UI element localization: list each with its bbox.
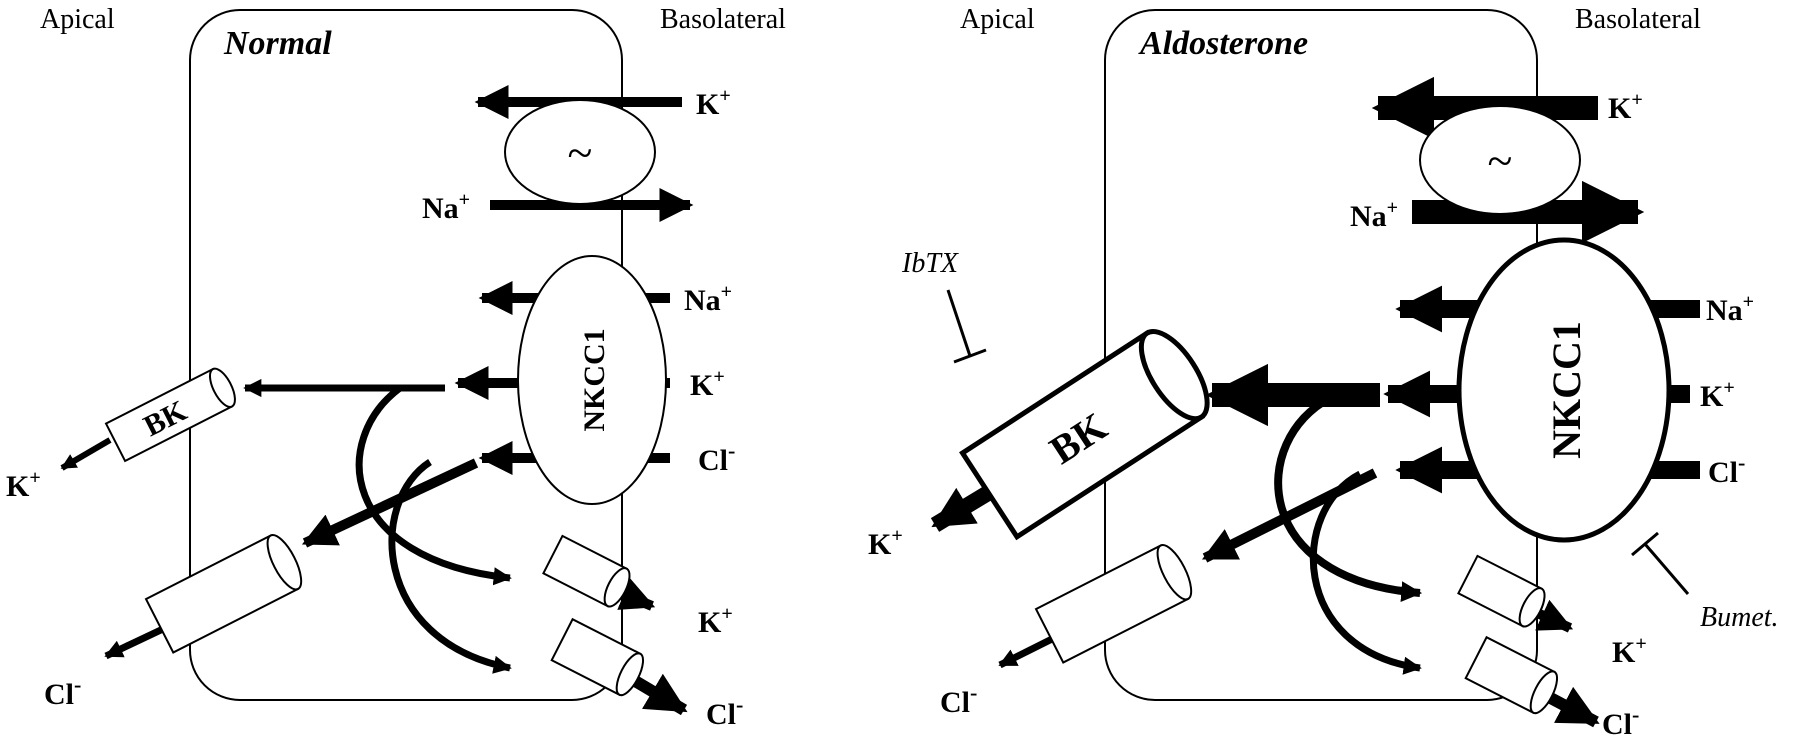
apical-cl-efflux-arrow <box>998 633 1058 669</box>
bk-k-efflux-arrow <box>60 437 112 471</box>
apical-cl-label: Cl- <box>44 672 81 711</box>
bk-cylinder-cap <box>1138 328 1210 422</box>
cl-to-apical-arrow <box>301 458 479 548</box>
recycling-pathways <box>243 378 512 674</box>
nkcc1-cotransporter: NKCC1 Na+ K+ Cl- <box>1383 237 1754 543</box>
basolateral-k-label: K+ <box>1612 633 1647 669</box>
nkcc1-ellipse <box>1456 237 1672 543</box>
pump-symbol: ~ <box>568 127 593 178</box>
nkcc1-label: NKCC1 <box>578 328 611 431</box>
cl-to-apical-arrow <box>1201 468 1378 563</box>
basolateral-cl-efflux-arrow <box>1540 686 1600 728</box>
condition-title: Normal <box>223 25 332 62</box>
basolateral-cl-cylinder-cap <box>615 652 645 697</box>
basolateral-k-channel: K+ <box>1457 554 1647 669</box>
panel-aldosterone: Apical Basolateral Aldosterone ~ K+ Na+ … <box>868 4 1779 741</box>
ibtx-inhibitor-line <box>946 289 972 357</box>
ibtx-inhibitor-bar <box>953 348 987 364</box>
basolateral-k-cylinder-cap <box>1518 587 1546 628</box>
pump-k-label: K+ <box>1608 89 1643 125</box>
pump-na-label: Na+ <box>422 189 470 225</box>
nkcc1-na-label: Na+ <box>684 281 732 317</box>
basolateral-cl-cylinder-cap <box>1529 670 1559 715</box>
basolateral-k-channel: K+ <box>542 534 733 639</box>
na-k-pump: ~ K+ Na+ <box>1350 76 1645 244</box>
basolateral-cl-channel: Cl- <box>1464 635 1639 741</box>
na-k-pump: ~ K+ Na+ <box>422 84 731 225</box>
basolateral-label: Basolateral <box>1575 4 1701 35</box>
basolateral-label: Basolateral <box>660 4 786 35</box>
bk-k-label: K+ <box>6 467 41 503</box>
apical-label: Apical <box>960 4 1035 35</box>
ibtx-inhibitor: IbTX <box>901 248 987 364</box>
bk-k-efflux-arrow <box>930 486 993 532</box>
pump-ellipse <box>504 99 656 205</box>
nkcc1-k-label: K+ <box>690 366 725 402</box>
nkcc1-k-label: K+ <box>1700 377 1735 413</box>
cl-recycle-curve <box>388 459 512 674</box>
bumet-inhibitor-line <box>1643 543 1690 595</box>
apical-cl-cylinder-cap <box>1156 544 1193 601</box>
apical-cl-channel: Cl- <box>44 534 303 711</box>
basolateral-cl-label: Cl- <box>1602 702 1639 741</box>
pump-na-label: Na+ <box>1350 197 1398 233</box>
basolateral-k-cylinder-cap <box>603 567 631 608</box>
panel-normal: Apical Basolateral Normal ~ K+ Na+ NKCC1… <box>6 4 786 731</box>
nkcc1-cl-label: Cl- <box>698 438 735 477</box>
k-recycle-curve <box>1274 394 1423 602</box>
apical-cl-channel: Cl- <box>940 544 1193 719</box>
nkcc1-na-label: Na+ <box>1706 291 1754 327</box>
apical-cl-cylinder-cap <box>266 534 303 591</box>
apical-label: Apical <box>40 4 115 35</box>
ibtx-label: IbTX <box>901 248 959 279</box>
recycling-pathways <box>1201 363 1423 675</box>
basolateral-k-label: K+ <box>698 603 733 639</box>
basolateral-cl-label: Cl- <box>706 692 743 731</box>
nkcc1-label: NKCC1 <box>1544 321 1589 459</box>
pump-ellipse <box>1419 105 1581 215</box>
basolateral-cl-efflux-arrow <box>626 672 688 716</box>
pump-k-label: K+ <box>696 85 731 121</box>
condition-title: Aldosterone <box>1138 25 1308 62</box>
nkcc1-cl-label: Cl- <box>1708 450 1745 489</box>
bumet-inhibitor-bar <box>1631 531 1659 557</box>
k-recycle-curve <box>355 384 512 586</box>
pump-symbol: ~ <box>1488 135 1513 186</box>
apical-cl-efflux-arrow <box>104 624 167 660</box>
bk-channel: BK K+ <box>868 328 1210 561</box>
apical-cl-label: Cl- <box>940 680 977 719</box>
bk-cylinder-cap <box>209 367 236 408</box>
bk-channel: BK K+ <box>6 367 236 503</box>
nkcc1-ellipse <box>517 255 667 505</box>
bk-k-label: K+ <box>868 525 903 561</box>
nkcc1-cotransporter: NKCC1 Na+ K+ Cl- <box>454 255 735 505</box>
bumet-label: Bumet. <box>1700 602 1779 633</box>
basolateral-cl-channel: Cl- <box>550 617 743 731</box>
bumetanide-inhibitor: Bumet. <box>1631 531 1779 633</box>
